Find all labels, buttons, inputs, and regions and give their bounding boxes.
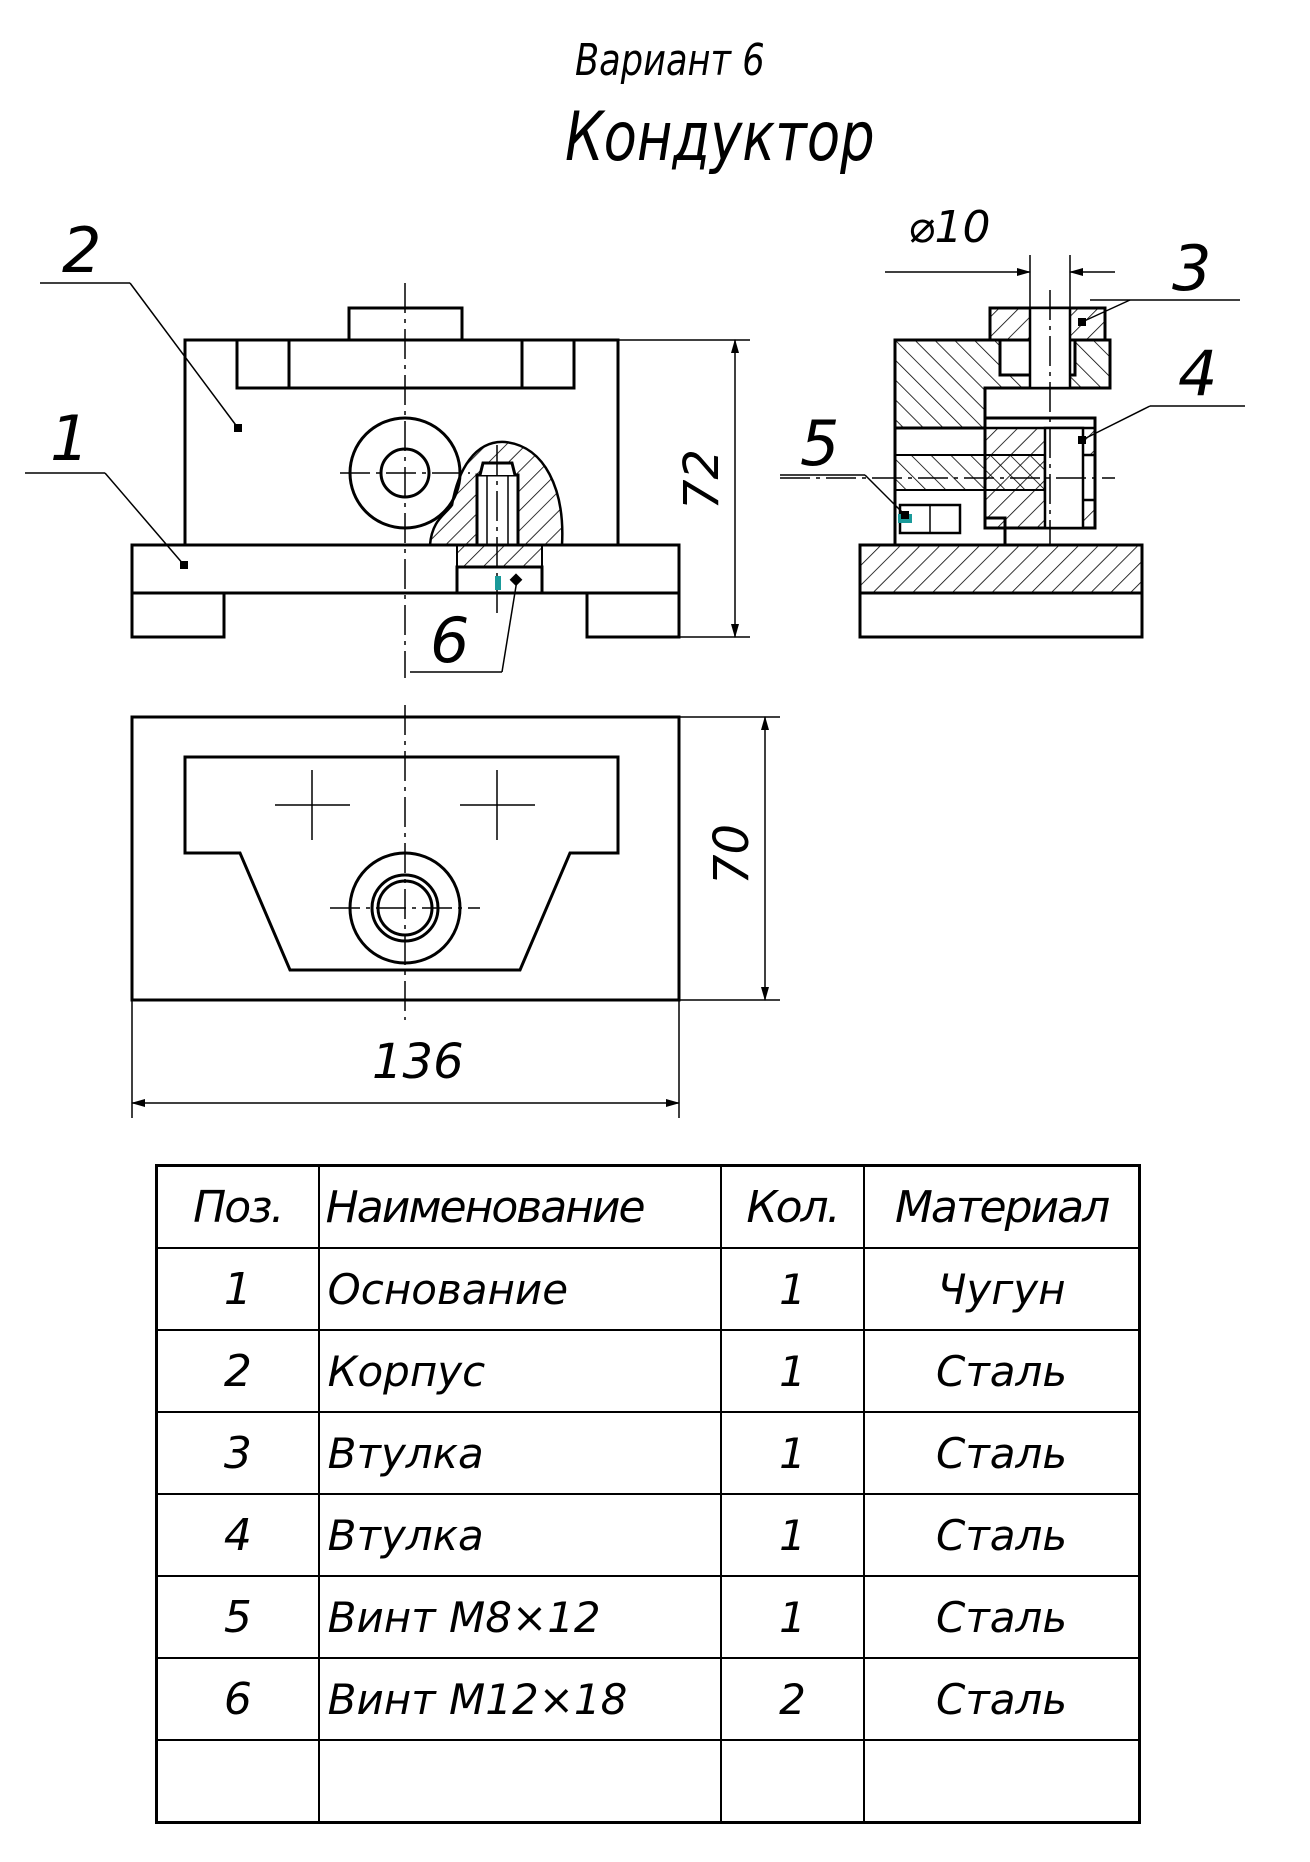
cell-name: Винт М8×12 xyxy=(317,1575,722,1659)
right-foot xyxy=(585,591,681,639)
cell-pos: 4 xyxy=(155,1493,320,1577)
cell-material: Сталь xyxy=(863,1329,1141,1413)
cell-material: Чугун xyxy=(863,1247,1141,1331)
cell-material xyxy=(863,1739,1141,1824)
leader-label-6: 6 xyxy=(430,604,469,677)
header-pos: Поз. xyxy=(155,1164,320,1249)
side-body-upper xyxy=(893,338,1112,430)
cell-pos: 5 xyxy=(155,1575,320,1659)
spec-table: Поз. Наименование Кол. Материал 1 Основа… xyxy=(155,1164,1141,1824)
top-pocket xyxy=(183,755,620,972)
leader-label-4: 4 xyxy=(1178,337,1217,410)
table-row: 6 Винт М12×18 2 Сталь xyxy=(155,1657,1141,1741)
cell-name xyxy=(317,1739,722,1824)
header-material: Материал xyxy=(863,1164,1141,1249)
cell-pos: 6 xyxy=(155,1657,320,1741)
cell-qty: 1 xyxy=(719,1575,866,1659)
table-row-empty xyxy=(155,1739,1141,1824)
leader-dot-6 xyxy=(509,573,523,587)
table-row: 2 Корпус 1 Сталь xyxy=(155,1329,1141,1413)
header-qty: Кол. xyxy=(719,1164,866,1249)
cell-qty: 1 xyxy=(719,1493,866,1577)
side-view xyxy=(780,255,1245,639)
drawing-title: Кондуктор xyxy=(565,98,875,177)
cell-material: Сталь xyxy=(863,1411,1141,1495)
cell-qty: 1 xyxy=(719,1329,866,1413)
cell-name: Корпус xyxy=(317,1329,722,1413)
side-base-lower xyxy=(858,591,1144,639)
table-row: 3 Втулка 1 Сталь xyxy=(155,1411,1141,1495)
assembly-drawing: 2 1 6 72 xyxy=(25,202,1245,1118)
cell-qty: 1 xyxy=(719,1247,866,1331)
leader-label-2: 2 xyxy=(62,214,101,287)
top-view xyxy=(130,705,780,1118)
table-row: 4 Втулка 1 Сталь xyxy=(155,1493,1141,1577)
cell-name: Втулка xyxy=(317,1493,722,1577)
side-base-section xyxy=(858,543,1144,595)
left-foot xyxy=(130,591,226,639)
cell-pos xyxy=(155,1739,320,1824)
cell-qty: 2 xyxy=(719,1657,866,1741)
cell-pos: 3 xyxy=(155,1411,320,1495)
cell-qty xyxy=(719,1739,866,1824)
leader-dot-1 xyxy=(180,561,188,569)
cell-material: Сталь xyxy=(863,1493,1141,1577)
cell-name: Основание xyxy=(317,1247,722,1331)
screw-marker xyxy=(495,576,501,590)
cell-pos: 1 xyxy=(155,1247,320,1331)
cell-material: Сталь xyxy=(863,1657,1141,1741)
header-name: Наименование xyxy=(317,1164,722,1249)
cell-name: Втулка xyxy=(317,1411,722,1495)
table-row: 5 Винт М8×12 1 Сталь xyxy=(155,1575,1141,1659)
variant-label: Вариант 6 xyxy=(575,35,765,86)
dim-width-136: 136 xyxy=(372,1034,464,1090)
leader-label-1: 1 xyxy=(50,402,89,475)
leader-label-3: 3 xyxy=(1172,232,1211,305)
dim-height-72: 72 xyxy=(674,449,730,510)
cell-qty: 1 xyxy=(719,1411,866,1495)
table-row: 1 Основание 1 Чугун xyxy=(155,1247,1141,1331)
cell-name: Винт М12×18 xyxy=(317,1657,722,1741)
dim-diameter-10: ⌀10 xyxy=(908,202,990,253)
cell-material: Сталь xyxy=(863,1575,1141,1659)
cell-pos: 2 xyxy=(155,1329,320,1413)
leader-label-5: 5 xyxy=(800,407,839,480)
front-view xyxy=(25,282,750,678)
leader-dot-2 xyxy=(234,424,242,432)
dim-depth-70: 70 xyxy=(704,824,760,885)
spec-header-row: Поз. Наименование Кол. Материал xyxy=(155,1164,1141,1249)
